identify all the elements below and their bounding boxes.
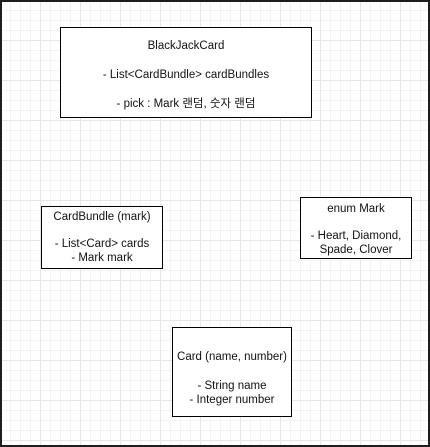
enum-mark-box[interactable]: enum Mark - Heart, Diamond, Spade, Clove… xyxy=(300,197,412,259)
card-bundle-field-cards: - List<Card> cards xyxy=(54,237,150,250)
blackjack-card-field-cardbundles: - List<CardBundle> cardBundles xyxy=(102,68,270,81)
card-bundle-field-mark: - Mark mark xyxy=(71,251,133,264)
card-bundle-box[interactable]: CardBundle (mark) - List<Card> cards - M… xyxy=(41,206,163,269)
blackjack-card-field-pick: - pick : Mark 랜덤, 숫자 랜덤 xyxy=(116,97,256,110)
card-box[interactable]: Card (name, number) - String name - Inte… xyxy=(172,327,292,417)
enum-mark-title: enum Mark xyxy=(327,203,385,215)
blackjack-card-title: BlackJackCard xyxy=(147,40,225,52)
enum-mark-values-line-1: - Heart, Diamond, xyxy=(310,229,402,242)
card-field-number: - Integer number xyxy=(189,393,275,406)
card-title: Card (name, number) xyxy=(177,351,287,363)
card-bundle-title: CardBundle (mark) xyxy=(53,211,151,223)
card-field-name: - String name xyxy=(197,379,267,392)
enum-mark-values-line-2: Spade, Clover xyxy=(319,243,393,256)
blackjack-card-box[interactable]: BlackJackCard - List<CardBundle> cardBun… xyxy=(60,27,312,118)
